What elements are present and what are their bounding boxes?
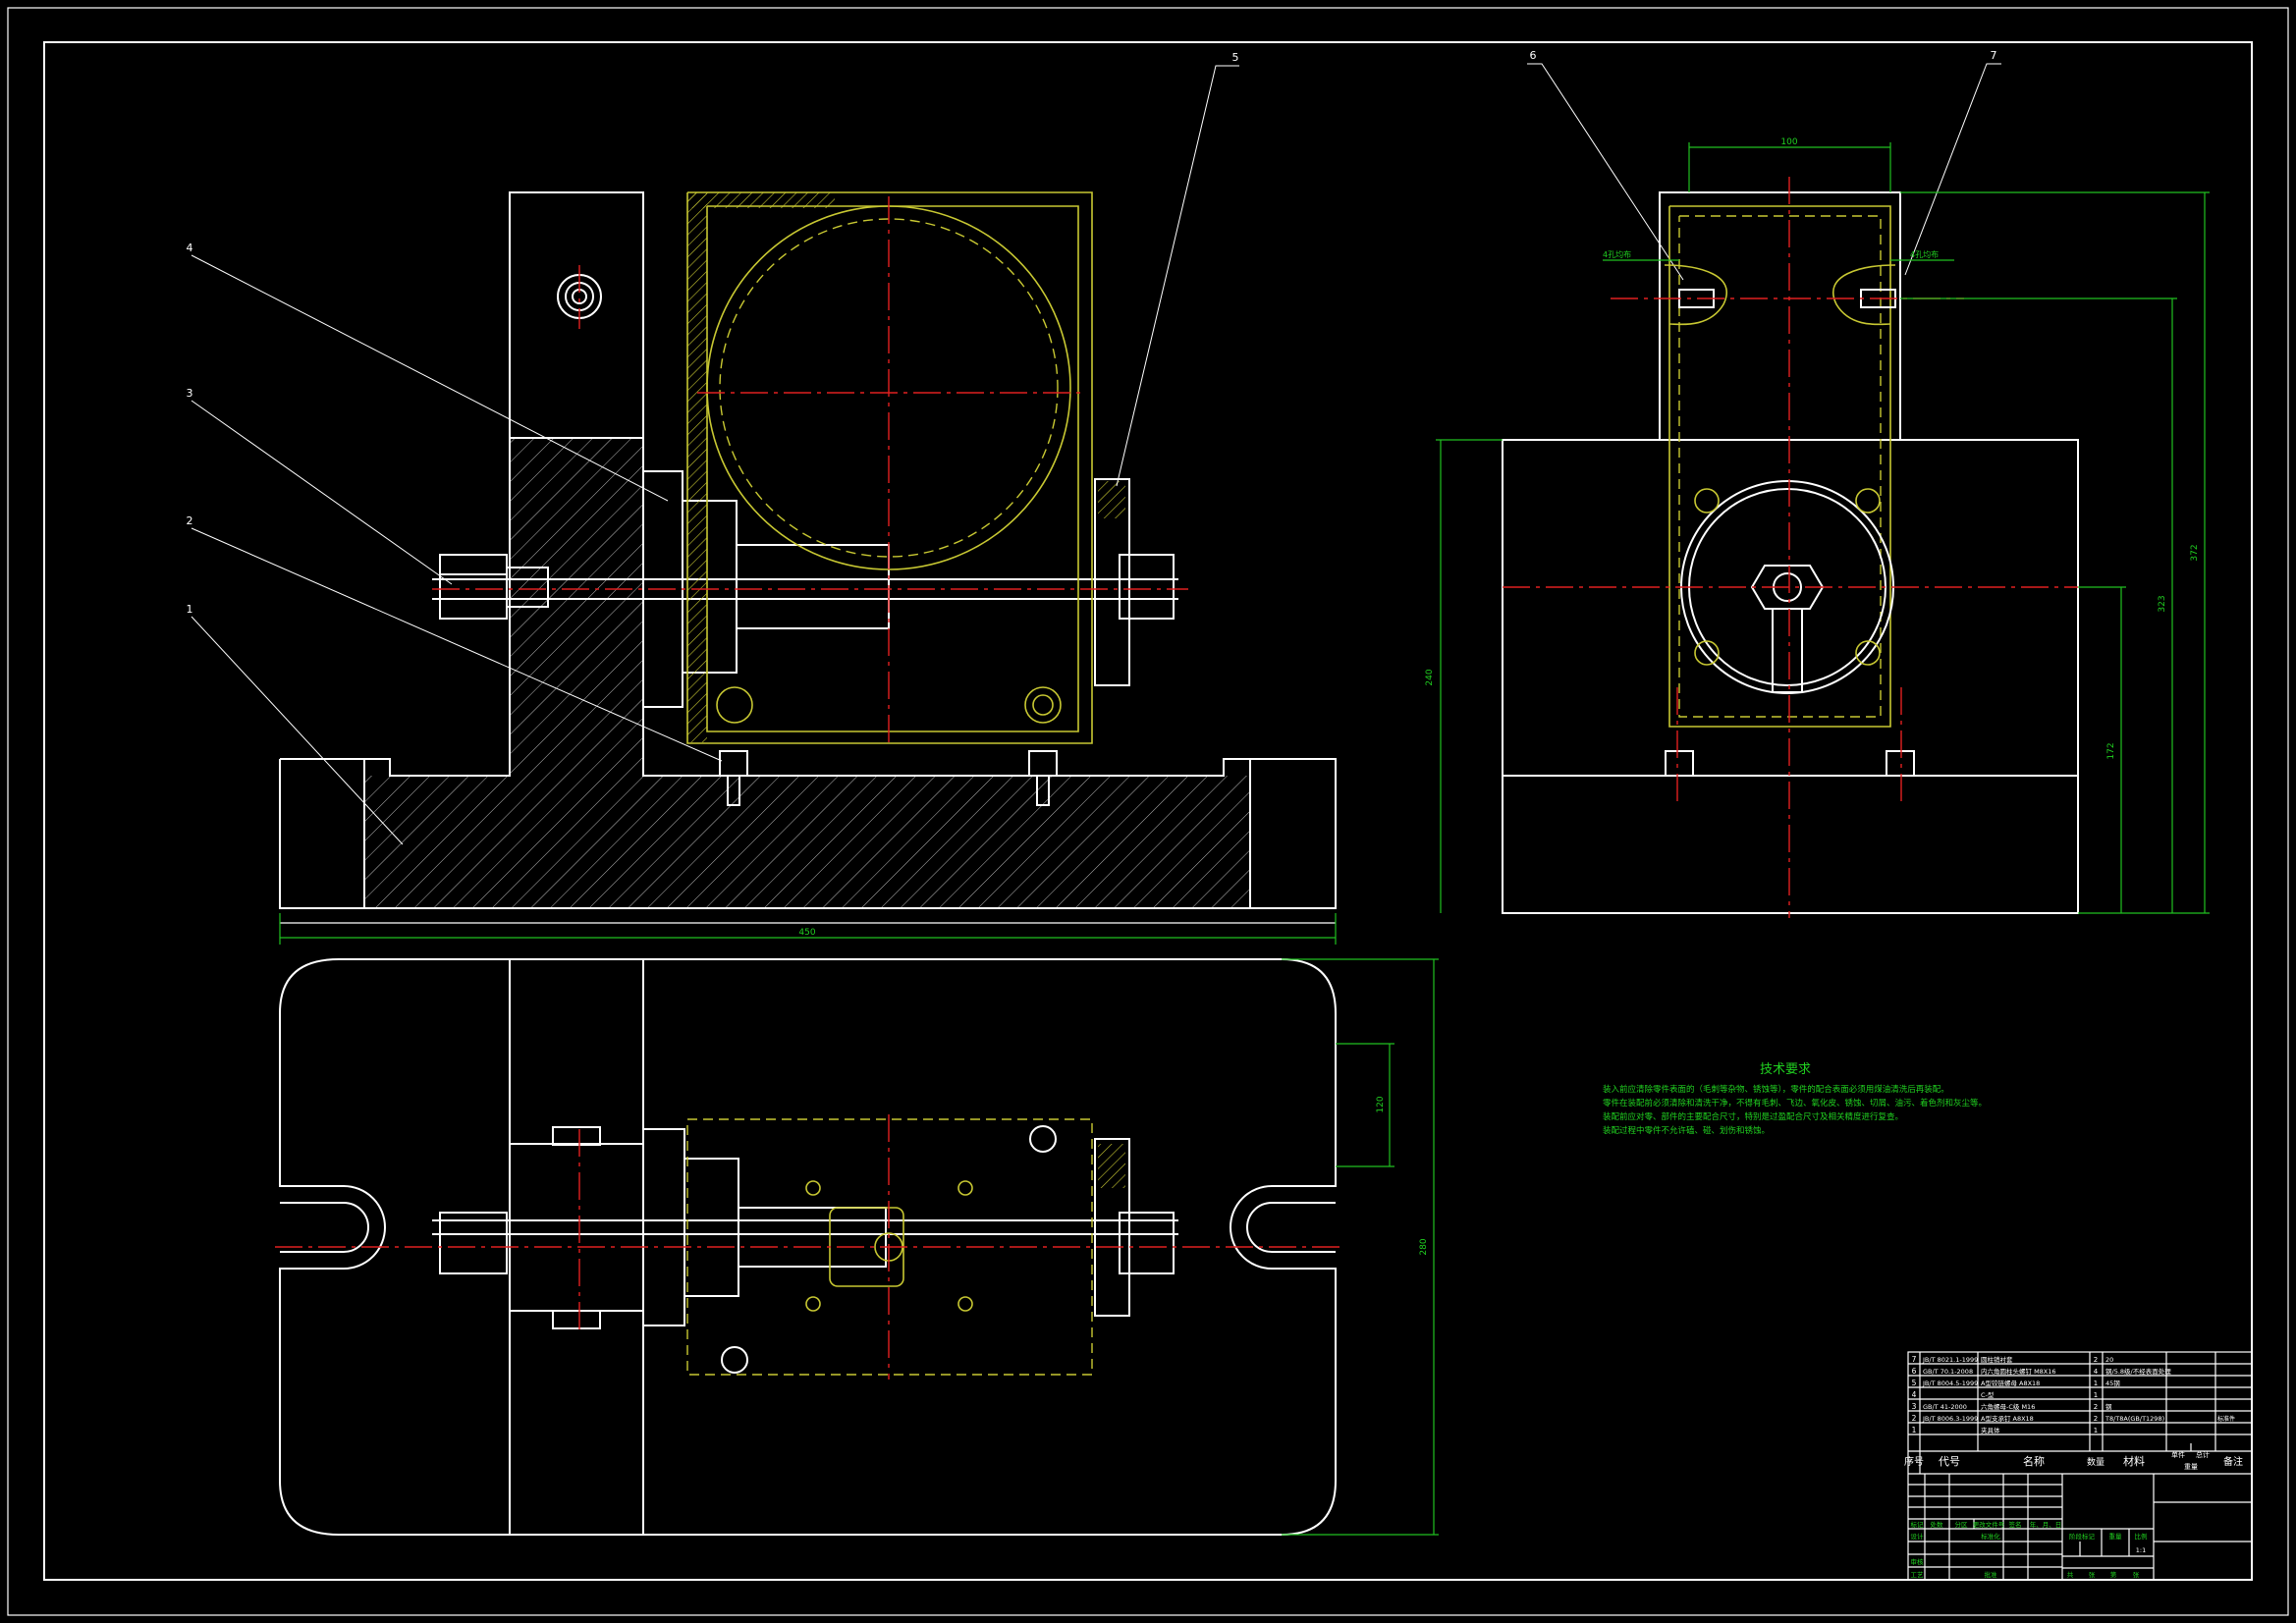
- label-7: 7: [1991, 49, 1997, 62]
- bom-header-code: 代号: [1939, 1455, 1960, 1468]
- bom-header-total: 总计: [2196, 1450, 2210, 1459]
- bom-qty: 1: [2094, 1427, 2098, 1434]
- bom-code: JB/T 8006.3-1999: [1922, 1415, 1978, 1423]
- bom-code: JB/T 8004.5-1999: [1922, 1380, 1978, 1387]
- bom-header: 序号 代号 名称 数量 材料 单件 总计 重量 备注: [1904, 1450, 2243, 1471]
- dim-note-right: 4孔均布: [1910, 249, 1939, 259]
- tb-process: 工艺: [1911, 1571, 1925, 1579]
- bom-code: GB/T 41-2000: [1923, 1403, 1967, 1411]
- tb-zone: 分区: [1955, 1520, 1969, 1529]
- bom-header-weight: 重量: [2184, 1463, 2198, 1471]
- bom-code: JB/T 8021.1-1999: [1922, 1356, 1978, 1364]
- bom-qty: 2: [2094, 1415, 2098, 1423]
- inner-border: [43, 41, 2253, 1581]
- bom-material: 钢/5.8级/不经表面处理: [2105, 1367, 2171, 1376]
- title-block: 7 JB/T 8021.1-1999 圆柱销衬套 2 20 6 GB/T 70.…: [1904, 1351, 2253, 1581]
- tapped-holes: [805, 1180, 973, 1312]
- tb-stage: 阶段标记: [2069, 1532, 2096, 1541]
- tb-date: 年、月、日: [2030, 1520, 2062, 1529]
- bom-name: 夹具体: [1981, 1426, 2000, 1434]
- bom-qty: 1: [2094, 1391, 2098, 1399]
- bom-no: 2: [1912, 1414, 1917, 1423]
- bom-header-material: 材料: [2123, 1454, 2145, 1468]
- tech-line-3: 装配前应对零、部件的主要配合尺寸，特别是过盈配合尺寸及相关精度进行复查。: [1603, 1111, 1903, 1122]
- bom-name: C-型: [1981, 1390, 1995, 1399]
- bom-material: 钢: [2105, 1403, 2112, 1411]
- tb-design: 设计: [1911, 1532, 1925, 1541]
- bom-header-qty: 数量: [2087, 1456, 2105, 1468]
- bom-name: 圆柱销衬套: [1981, 1355, 2013, 1364]
- bom-qty: 4: [2094, 1368, 2099, 1376]
- bom-name: A型支承钉 A8X18: [1981, 1414, 2034, 1423]
- tb-total: 共: [2067, 1570, 2074, 1579]
- bom-header-name: 名称: [2023, 1454, 2045, 1468]
- tech-title: 技术要求: [1760, 1062, 1811, 1077]
- dim-side-c: 372: [2190, 544, 2200, 561]
- bom-no: 6: [1912, 1367, 1917, 1376]
- tb-change-doc: 更改文件号: [1973, 1520, 2005, 1529]
- tb-sheet: 第: [2110, 1570, 2117, 1579]
- front-view: [279, 191, 1337, 924]
- bom-no: 1: [1912, 1426, 1917, 1434]
- side-dimensions: 100 4孔均布 4孔均布 240 172 323 372: [1425, 137, 2210, 914]
- label-1: 1: [187, 603, 193, 616]
- outer-border: [7, 7, 2289, 1616]
- bom-name: 六角螺母-C级 M16: [1981, 1402, 2035, 1411]
- dim-side-left: 240: [1425, 669, 1435, 685]
- label-5: 5: [1232, 51, 1239, 64]
- bom-rows: 7 JB/T 8021.1-1999 圆柱销衬套 2 20 6 GB/T 70.…: [1912, 1355, 2235, 1434]
- front-dimension: 450: [279, 913, 1337, 945]
- dim-side-a: 172: [2106, 742, 2116, 759]
- tb-scale: 比例: [2135, 1532, 2148, 1541]
- top-view: [275, 958, 1340, 1536]
- bom-no: 7: [1912, 1355, 1917, 1364]
- bom-material: 20: [2105, 1356, 2113, 1364]
- bom-header-no: 序号: [1904, 1455, 1924, 1468]
- bom-no: 3: [1912, 1402, 1917, 1411]
- top-dimensions: 120 280: [1282, 958, 1439, 1536]
- tb-standardize: 标准化: [1981, 1532, 2000, 1541]
- label-3: 3: [187, 387, 193, 400]
- bom-code: GB/T 70.1-2008: [1923, 1368, 1973, 1376]
- dim-side-width: 100: [1780, 137, 1797, 147]
- tb-unit-2: 张: [2133, 1570, 2140, 1579]
- side-view: [1502, 177, 2079, 918]
- tb-sign: 签名: [2009, 1520, 2022, 1529]
- tech-line-2: 零件在装配前必须清除和清洗干净，不得有毛刺、飞边、氧化皮、锈蚀、切屑、油污、着色…: [1603, 1098, 1987, 1109]
- tb-approve: 批准: [1985, 1570, 1998, 1579]
- dim-top-overall: 280: [1419, 1238, 1429, 1255]
- tech-line-1: 装入前应清除零件表面的（毛刺等杂物、锈蚀等），零件的配合表面必须用煤油清洗后再装…: [1603, 1084, 1949, 1095]
- tech-requirements: 技术要求 装入前应清除零件表面的（毛刺等杂物、锈蚀等），零件的配合表面必须用煤油…: [1603, 1062, 1987, 1136]
- tb-count: 处数: [1931, 1520, 1944, 1529]
- tb-unit: 张: [2089, 1570, 2096, 1579]
- bom-header-note: 备注: [2223, 1455, 2243, 1468]
- label-4: 4: [187, 242, 193, 254]
- dim-top-inner: 120: [1376, 1096, 1386, 1112]
- tb-review: 审核: [1911, 1557, 1925, 1566]
- bom-qty: 1: [2094, 1380, 2098, 1387]
- bom-name: A型铰链螺母 A8X18: [1981, 1379, 2040, 1387]
- bom-name: 内六角圆柱头螺钉 M8X16: [1981, 1367, 2056, 1376]
- label-6: 6: [1530, 49, 1537, 62]
- title-block-labels: 标记 处数 分区 更改文件号 签名 年、月、日 设计 标准化 审核 工艺 批准 …: [1911, 1520, 2148, 1579]
- dim-note-left: 4孔均布: [1603, 249, 1631, 259]
- tb-mark: 标记: [1911, 1520, 1925, 1529]
- bom-no: 4: [1912, 1390, 1917, 1399]
- bom-note: 标准件: [2217, 1415, 2235, 1423]
- label-2: 2: [187, 514, 193, 527]
- bom-qty: 2: [2094, 1356, 2098, 1364]
- bom-header-unit: 单件: [2171, 1450, 2185, 1459]
- tb-scale-value: 1:1: [2136, 1546, 2146, 1554]
- bom-material: 45钢: [2105, 1380, 2120, 1387]
- bom-no: 5: [1912, 1379, 1917, 1387]
- tb-weight: 重量: [2109, 1533, 2123, 1541]
- bom-material: T8/T8A(GB/T1298): [2105, 1415, 2164, 1423]
- part-leaders: 4 3 2 1 5 6 7: [187, 49, 2001, 845]
- dim-side-b: 323: [2158, 595, 2167, 612]
- dim-front-width: 450: [798, 928, 815, 938]
- bom-qty: 2: [2094, 1403, 2098, 1411]
- tech-line-4: 装配过程中零件不允许磕、碰、划伤和锈蚀。: [1603, 1125, 1770, 1136]
